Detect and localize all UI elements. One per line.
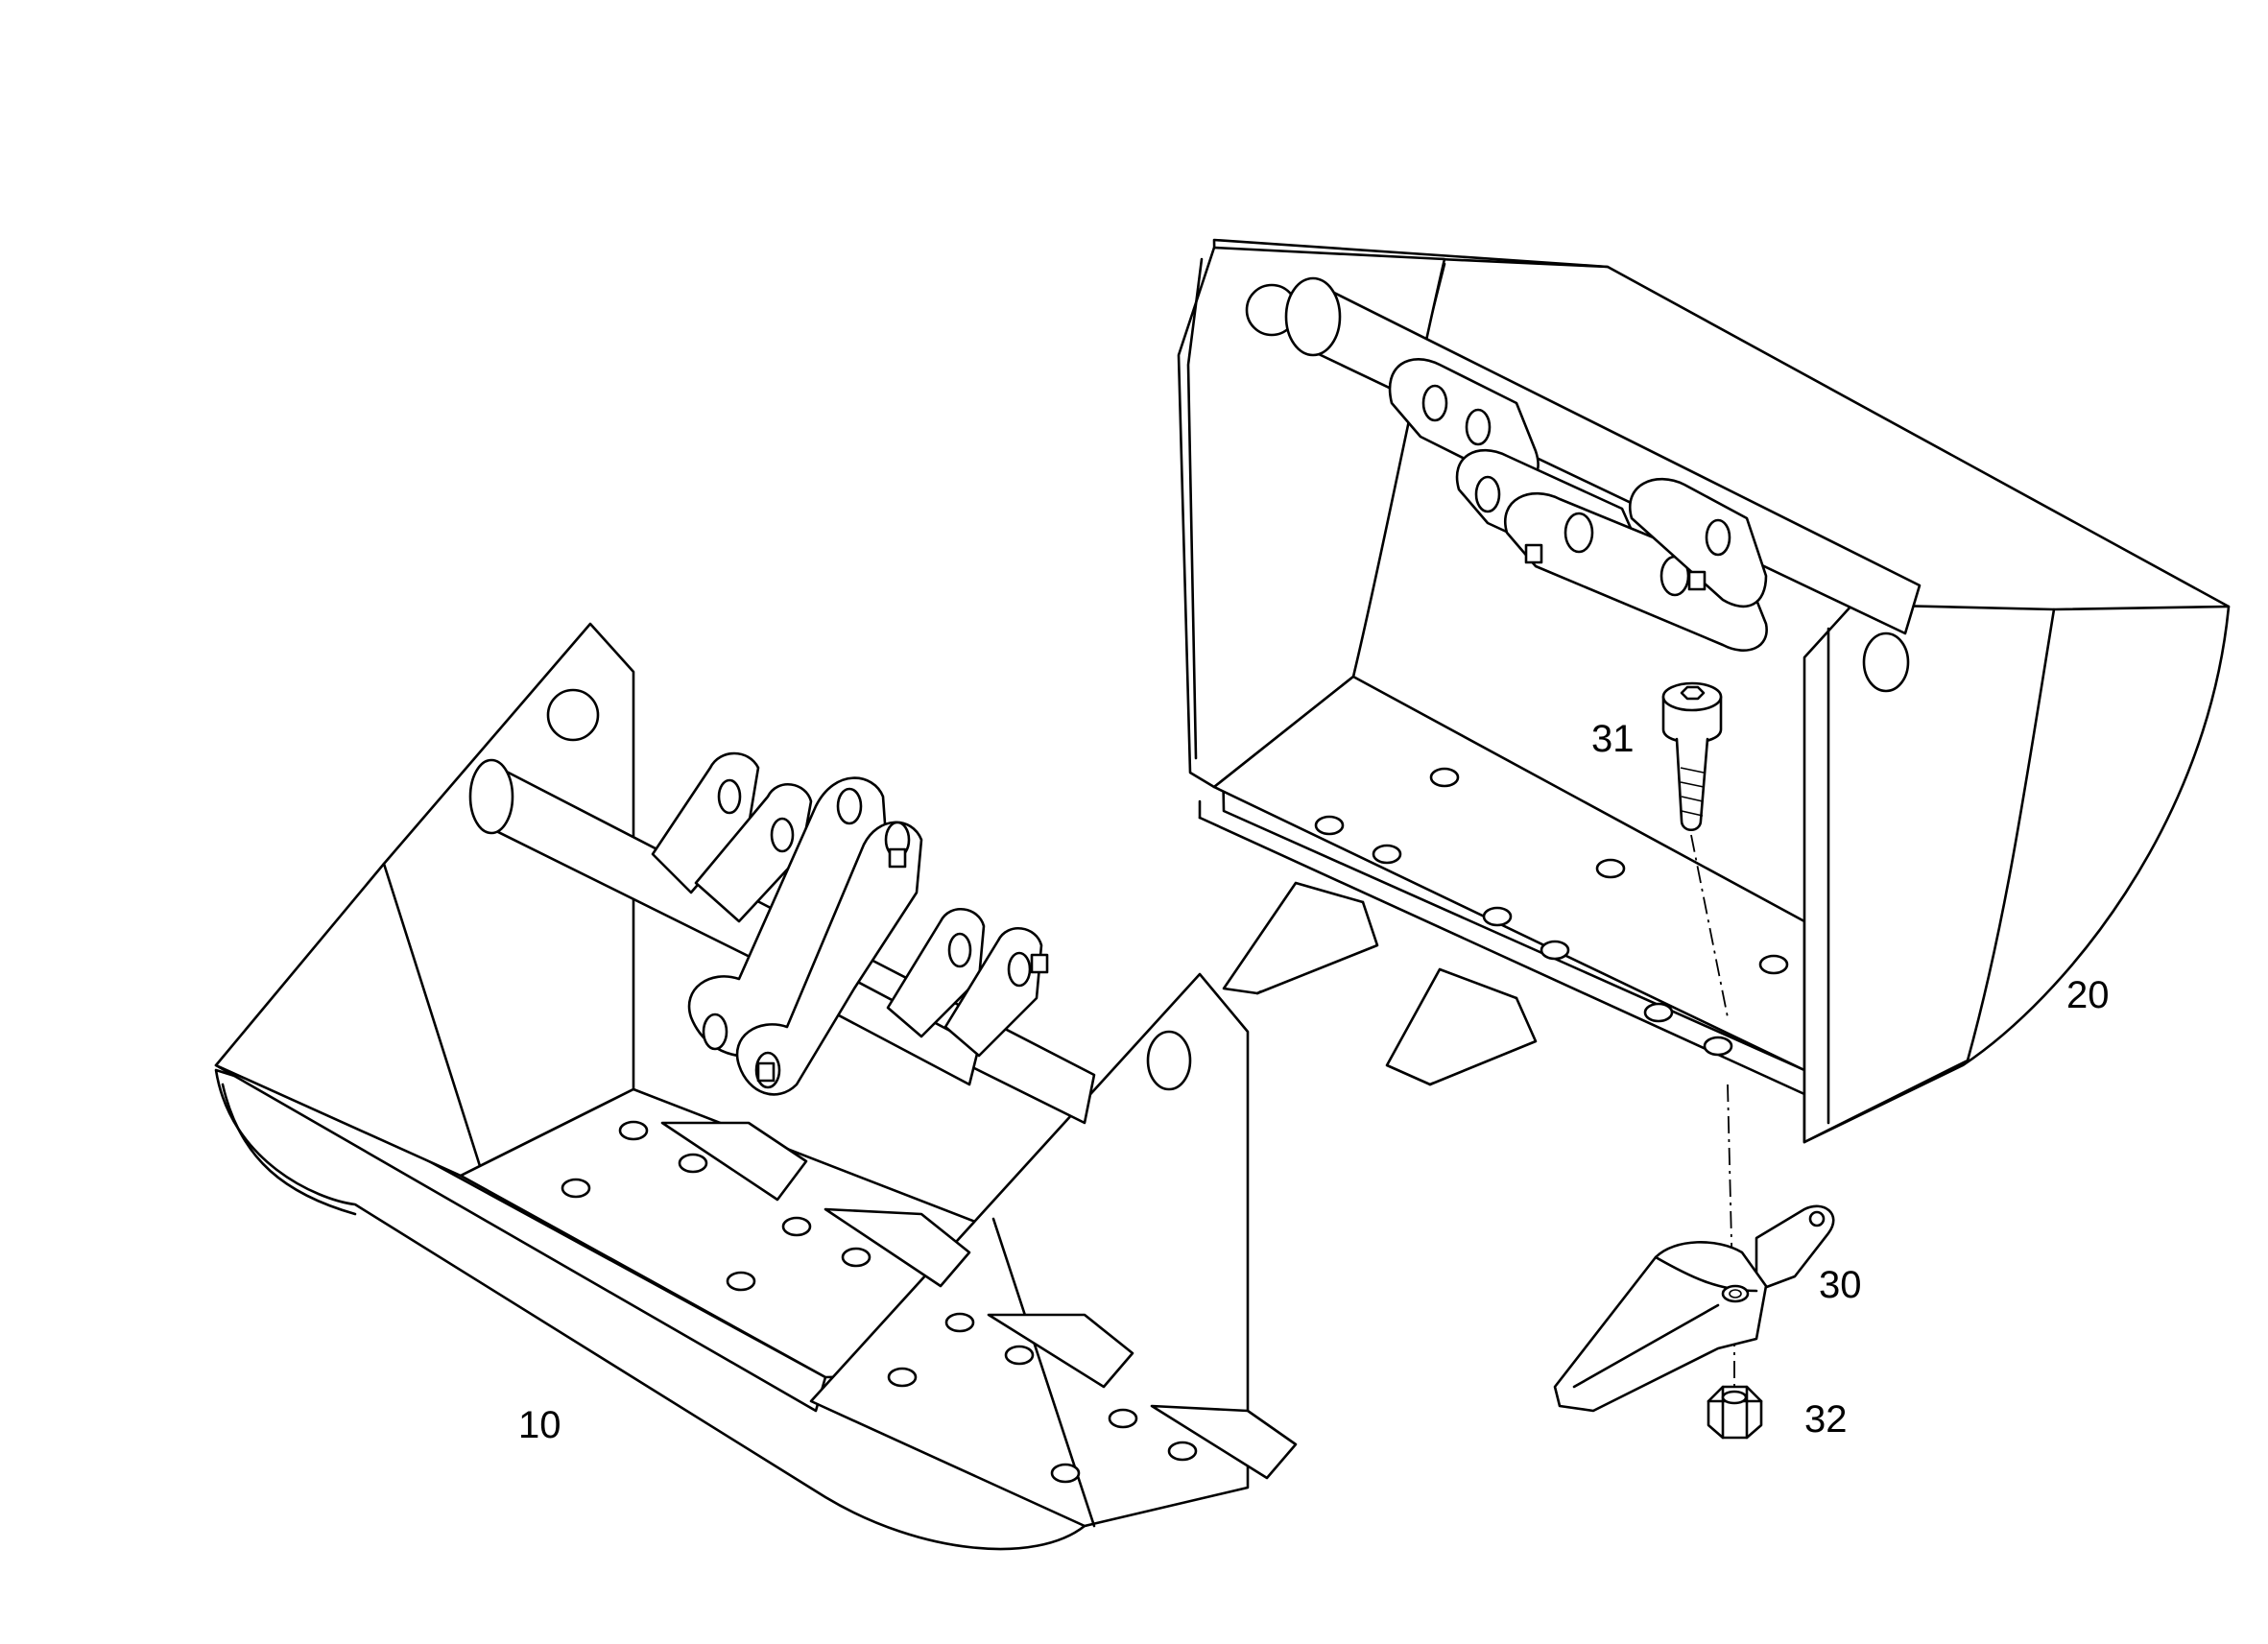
bucket-wide-mounting-brackets [1388,358,1768,652]
hex-nut-part [1707,1385,1763,1440]
socket-bolt-part [1661,681,1723,832]
callout-30: 30 [1819,1264,1862,1306]
bucket-narrow-teeth [660,1121,1298,1480]
bucket-narrow-left-pin-hole [546,688,600,742]
bucket-wide-drawing [1177,238,2231,1144]
bucket-narrow-mounting-brackets [651,751,1049,1096]
callout-20: 20 [2066,974,2110,1016]
tooth-adapter-part [1553,1204,1835,1413]
callout-31: 31 [1591,718,1635,760]
bucket-narrow-bolt-holes [561,1120,1198,1484]
bucket-narrow-drawing [214,622,1298,1551]
bucket-wide-inner-lip [1438,257,2231,611]
bucket-wide-teeth [1222,881,1538,1086]
bucket-wide-right-plate [1802,603,2056,1144]
bucket-wide-right-pin-hole [1862,631,1910,693]
bucket-wide-bolt-holes [1314,767,1789,1057]
bucket-narrow-right-pin-hole [1146,1030,1192,1091]
bucket-narrow-right-plate [809,972,1250,1528]
callout-32: 32 [1804,1398,1848,1441]
callout-10: 10 [518,1404,561,1446]
